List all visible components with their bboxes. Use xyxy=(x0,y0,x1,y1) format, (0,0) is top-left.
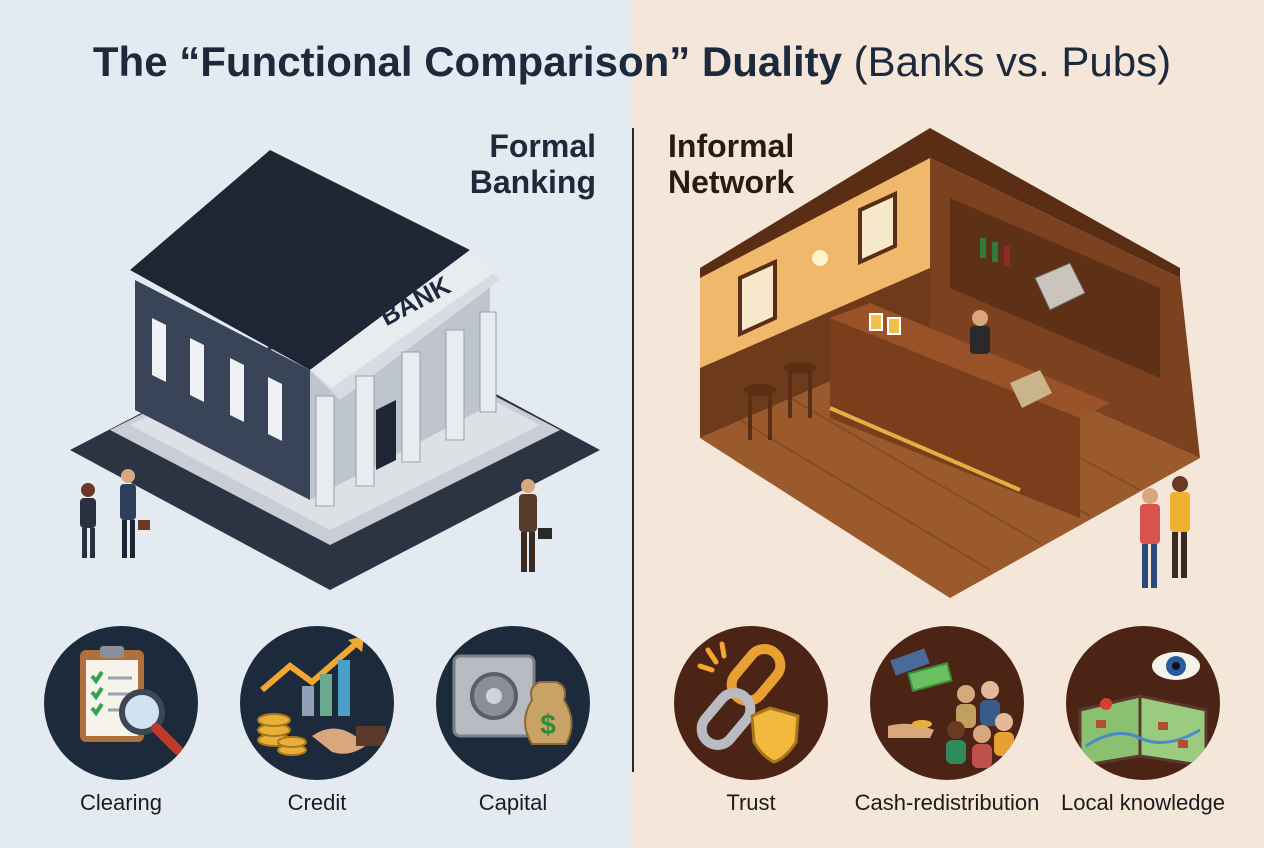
capital-label: Capital xyxy=(478,790,548,815)
coins-growth-chart-handshake-icon xyxy=(257,636,386,756)
bank-side-wall xyxy=(135,280,310,500)
pub-people xyxy=(1140,476,1190,588)
credit-label: Credit xyxy=(287,790,347,815)
bank-building-illustration: BANK xyxy=(70,150,600,590)
svg-text:$: $ xyxy=(540,709,556,740)
map-book-eye-icon xyxy=(1078,652,1208,768)
safe-money-bag-icon: $ xyxy=(452,654,573,745)
capital-badge: $ xyxy=(436,626,590,780)
cash-redistribution-label: Cash-redistribution xyxy=(854,790,1040,815)
clearing-label: Clearing xyxy=(80,790,162,815)
page-title: The “Functional Comparison” Duality (Ban… xyxy=(0,38,1264,86)
informal-label-line1: Informal xyxy=(668,128,795,164)
formal-label-line1: Formal xyxy=(489,128,596,164)
clipboard-magnifier-icon xyxy=(80,646,183,755)
title-main: The “Functional Comparison” Duality xyxy=(92,38,842,85)
trust-label: Trust xyxy=(726,790,776,815)
formal-banking-label: Formal Banking xyxy=(396,128,596,200)
informal-network-label: Informal Network xyxy=(668,128,868,200)
local-knowledge-badge xyxy=(1066,626,1220,780)
formal-label-line2: Banking xyxy=(469,164,596,200)
pub-interior-illustration xyxy=(700,128,1200,598)
cash-handover-people-icon xyxy=(888,648,1014,768)
bank-roof xyxy=(130,150,470,370)
trust-badge xyxy=(674,626,828,780)
bank-people xyxy=(80,469,552,572)
credit-badge xyxy=(240,626,394,780)
title-subtitle: (Banks vs. Pubs) xyxy=(853,38,1172,85)
cash-redistribution-badge xyxy=(870,626,1024,780)
local-knowledge-label: Local knowledge xyxy=(1061,790,1225,815)
chain-link-shield-icon xyxy=(696,641,800,764)
informal-label-line2: Network xyxy=(668,164,795,200)
bar-counter xyxy=(830,318,1080,518)
center-divider xyxy=(632,128,634,772)
clearing-badge xyxy=(44,626,198,780)
